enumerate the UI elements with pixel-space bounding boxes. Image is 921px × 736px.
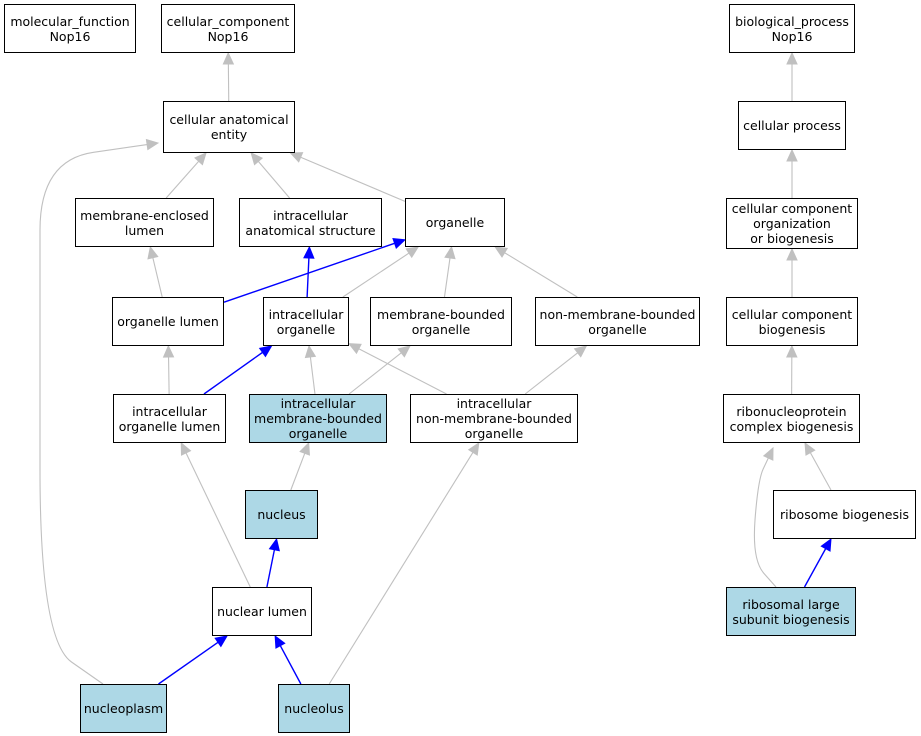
edge-nucleolus-to-nuclear-lumen (274, 634, 302, 685)
edge-membrane-enclosed-lumen-to-cellular-anatomical-entity (165, 152, 207, 199)
edge-nucleolus-to-inmbo (328, 441, 480, 685)
node-intracellular-organelle[interactable]: intracellular organelle (263, 297, 349, 346)
node-rcb[interactable]: ribonucleoprotein complex biogenesis (723, 394, 860, 443)
node-imbo[interactable]: intracellular membrane-bounded organelle (249, 394, 387, 443)
edge-intracellular-organelle-lumen-to-intracellular-organelle (203, 345, 273, 395)
edge-intracellular-organelle-to-intracellular-anatomical-structure (303, 245, 315, 298)
edge-organelle-to-cellular-anatomical-entity (289, 152, 406, 202)
edge-cellular-process-to-biological-process (786, 51, 798, 101)
node-nucleoplasm[interactable]: nucleoplasm (80, 684, 167, 733)
node-membrane-bounded-organelle[interactable]: membrane-bounded organelle (370, 297, 512, 346)
node-organelle-lumen[interactable]: organelle lumen (112, 297, 224, 346)
edge-nucleus-to-imbo (290, 441, 310, 491)
edge-cellular-anatomical-entity-to-cellular-component (222, 51, 235, 102)
edge-nucleoplasm-to-cellular-anatomical-entity (39, 138, 160, 685)
edge-organelle-lumen-to-membrane-enclosed-lumen (147, 245, 163, 298)
node-nuclear-lumen[interactable]: nuclear lumen (212, 587, 312, 636)
edge-ccob-to-cellular-process (786, 148, 798, 198)
node-intracellular-organelle-lumen[interactable]: intracellular organelle lumen (113, 394, 226, 443)
node-ccb[interactable]: cellular component biogenesis (726, 297, 858, 346)
node-cellular-process[interactable]: cellular process (738, 101, 846, 150)
edge-imbo-to-intracellular-organelle (304, 344, 317, 395)
node-ccob[interactable]: cellular component organization or bioge… (726, 198, 858, 249)
node-cellular-anatomical-entity[interactable]: cellular anatomical entity (163, 101, 295, 153)
edge-rcb-to-ccb (786, 344, 798, 395)
edge-intracellular-organelle-lumen-to-organelle-lumen (162, 344, 175, 395)
edge-intracellular-organelle-to-organelle (342, 246, 420, 298)
edge-nuclear-lumen-to-nucleus (266, 537, 280, 588)
node-molecular-function[interactable]: molecular_function Nop16 (4, 4, 136, 53)
node-biological-process[interactable]: biological_process Nop16 (729, 4, 855, 53)
edge-intracellular-anatomical-structure-to-cellular-anatomical-entity (250, 152, 291, 199)
edge-inmbo-to-non-membrane-bounded-organelle (524, 345, 588, 395)
node-membrane-enclosed-lumen[interactable]: membrane-enclosed lumen (75, 198, 214, 247)
edge-rlsb-to-rcb (753, 446, 777, 588)
node-nucleolus[interactable]: nucleolus (278, 684, 350, 733)
edge-ccb-to-ccob (786, 247, 798, 297)
edge-membrane-bounded-organelle-to-organelle (443, 245, 456, 298)
edge-nuclear-lumen-to-intracellular-organelle-lumen (180, 441, 251, 588)
node-nucleus[interactable]: nucleus (245, 490, 318, 539)
node-rlsb[interactable]: ribosomal large subunit biogenesis (726, 587, 856, 636)
edge-non-membrane-bounded-organelle-to-organelle (494, 246, 578, 298)
node-inmbo[interactable]: intracellular non-membrane-bounded organ… (410, 394, 578, 443)
node-organelle[interactable]: organelle (405, 198, 505, 247)
edge-ribosome-biogenesis-to-rcb (804, 441, 832, 491)
edge-imbo-to-membrane-bounded-organelle (348, 345, 411, 395)
node-ribosome-biogenesis[interactable]: ribosome biogenesis (773, 490, 916, 539)
node-cellular-component[interactable]: cellular_component Nop16 (161, 4, 295, 53)
edge-inmbo-to-intracellular-organelle (347, 343, 447, 395)
edge-organelle-lumen-to-organelle (223, 238, 407, 303)
node-intracellular-anatomical-structure[interactable]: intracellular anatomical structure (239, 198, 382, 247)
edge-rlsb-to-ribosome-biogenesis (803, 537, 832, 588)
node-non-membrane-bounded-organelle[interactable]: non-membrane-bounded organelle (535, 297, 700, 346)
edge-nucleoplasm-to-nuclear-lumen (158, 635, 229, 685)
